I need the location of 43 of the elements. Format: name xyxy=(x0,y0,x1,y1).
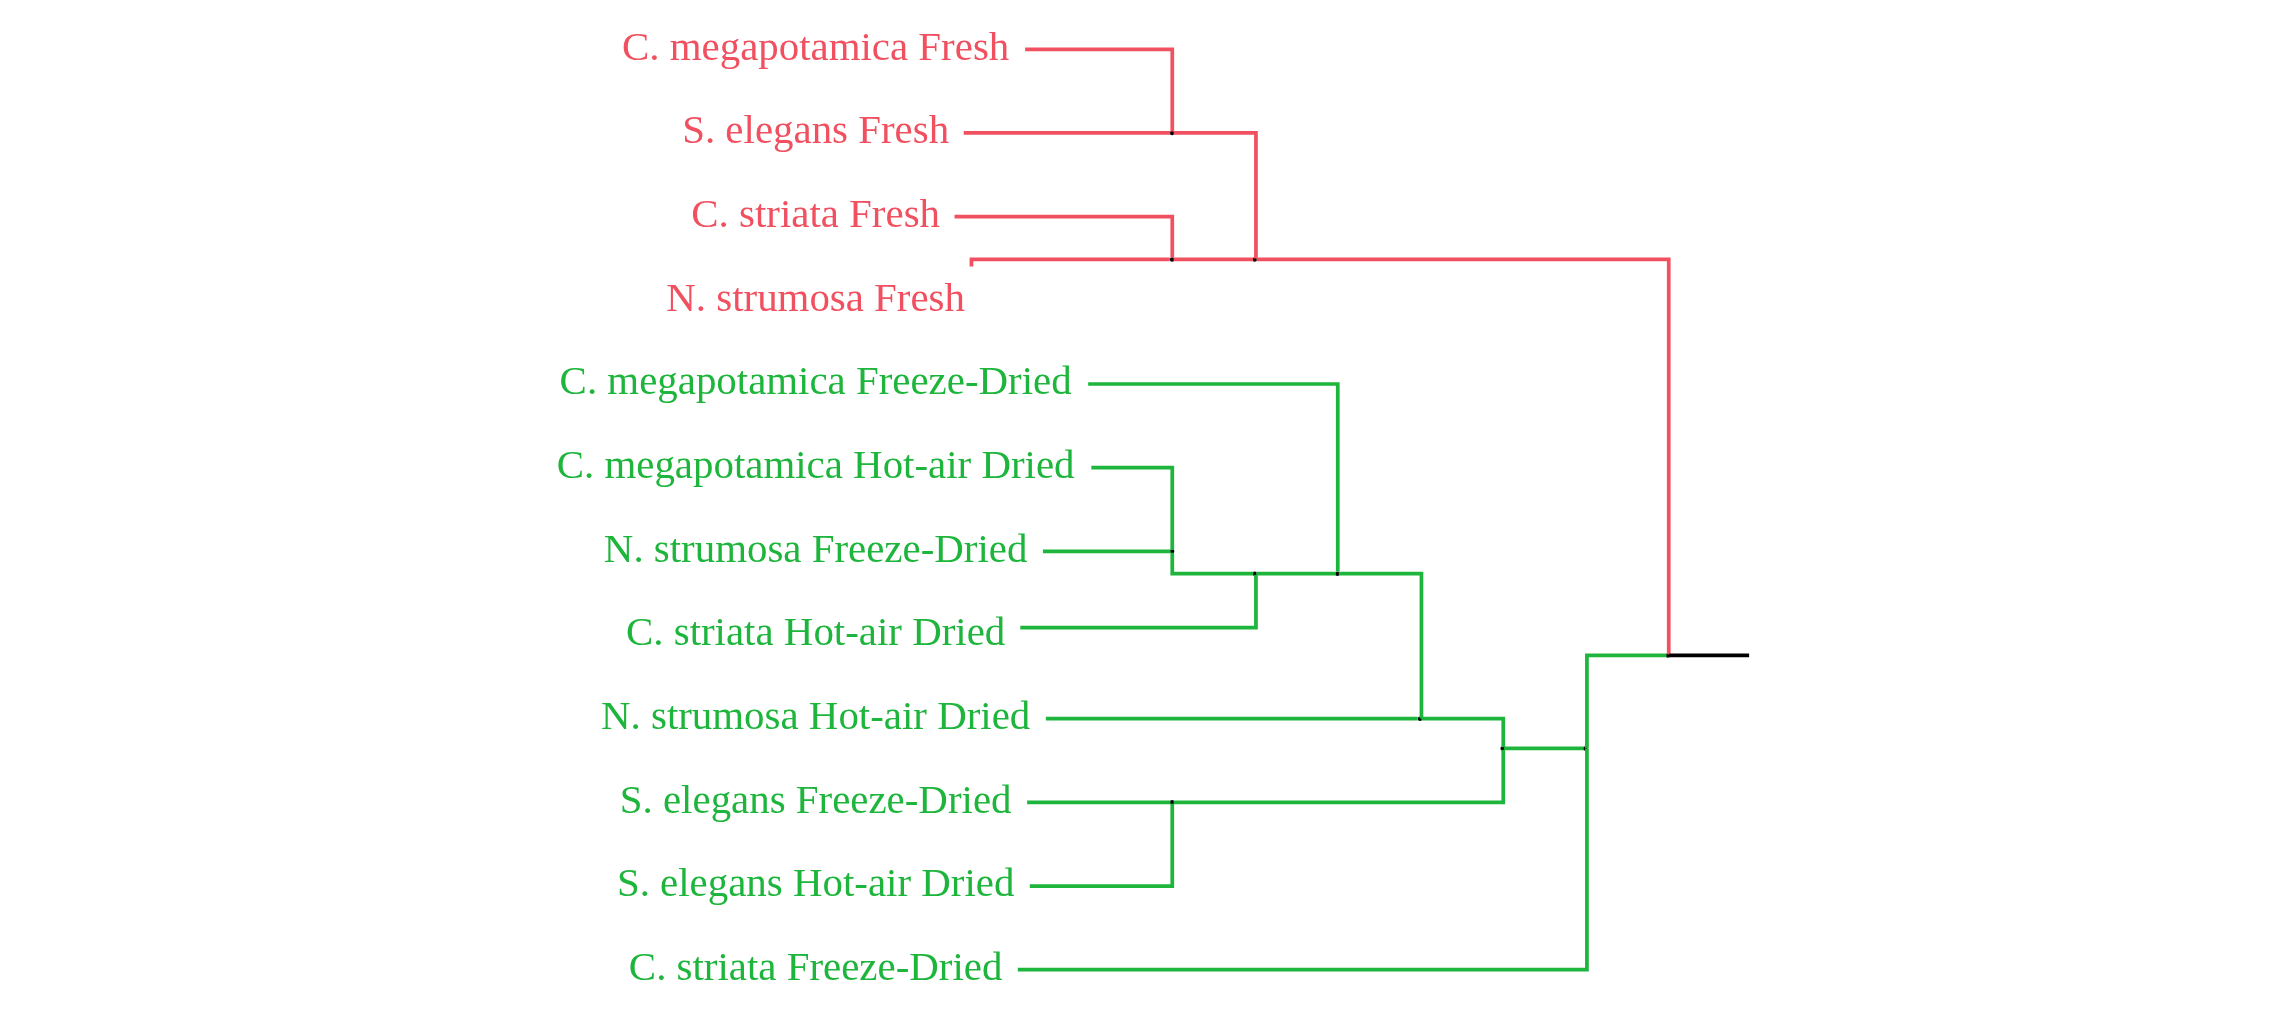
connector xyxy=(1045,716,1418,721)
node-point xyxy=(1665,653,1671,658)
connector xyxy=(1421,716,1506,748)
node-text: C. megapotamica Fresh xyxy=(622,23,1010,69)
node-text: S. elegans Freeze-Dried xyxy=(619,776,1012,822)
connector xyxy=(1027,800,1171,805)
connector xyxy=(1173,257,1253,262)
node-text: C. striata Freeze-Dried xyxy=(628,944,1003,990)
node-point xyxy=(1252,571,1258,576)
node-text: N. strumosa Hot-air Dried xyxy=(601,693,1031,739)
node-point xyxy=(1169,130,1175,136)
node-text: S. elegans Fresh xyxy=(682,107,950,153)
connector xyxy=(1256,257,1671,655)
node-point xyxy=(1252,257,1258,262)
connector xyxy=(969,257,1170,267)
connector xyxy=(1088,382,1340,572)
node-point xyxy=(1417,716,1423,721)
connector xyxy=(963,131,1171,135)
node-point xyxy=(1583,746,1588,751)
node-point xyxy=(1335,571,1340,576)
node-text: N. strumosa Freeze-Dried xyxy=(603,525,1028,571)
connector xyxy=(1173,131,1258,259)
node-text: N. strumosa Fresh xyxy=(666,274,965,320)
connector xyxy=(1091,465,1175,550)
node-text: C. megapotamica Freeze-Dried xyxy=(559,358,1072,404)
node-text: S. elegans Hot-air Dried xyxy=(616,860,1015,906)
connector xyxy=(1256,571,1336,576)
connector xyxy=(1669,653,1750,658)
connector xyxy=(954,214,1175,258)
connector xyxy=(1029,803,1175,888)
connector xyxy=(1504,746,1584,751)
connector xyxy=(1020,575,1258,630)
node-point xyxy=(1169,800,1175,805)
connector xyxy=(1025,47,1175,132)
node-text: C. striata Fresh xyxy=(691,191,940,237)
connector xyxy=(1170,552,1254,576)
node-text: C. striata Hot-air Dried xyxy=(626,609,1006,655)
node-point xyxy=(1169,257,1175,262)
connector xyxy=(1173,749,1506,805)
node-point xyxy=(1169,549,1175,554)
node-point xyxy=(1500,746,1505,751)
node-text: C. megapotamica Hot-air Dried xyxy=(556,442,1075,488)
connector xyxy=(1042,549,1171,554)
